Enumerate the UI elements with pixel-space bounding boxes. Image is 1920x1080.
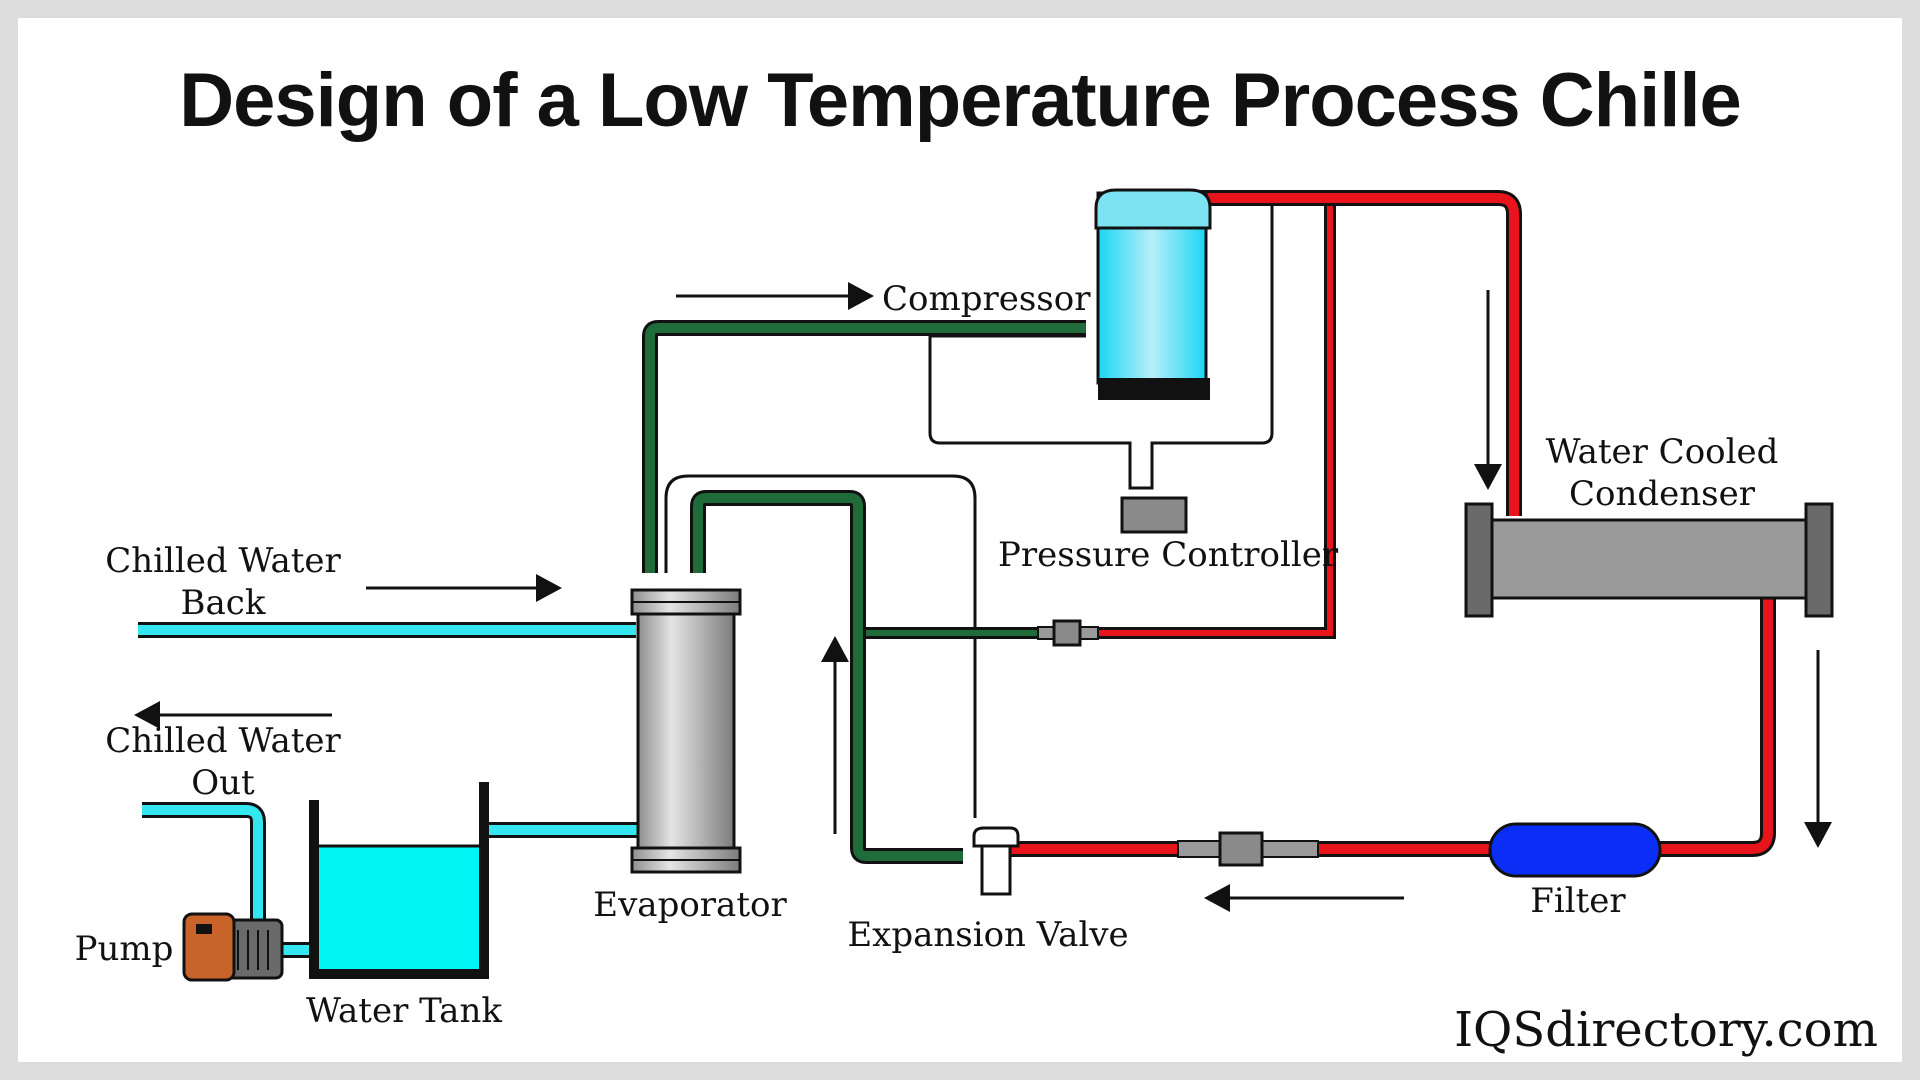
arrow-down-liquid-icon	[1804, 650, 1832, 848]
arrow-up-evaporator-icon	[821, 636, 849, 834]
filter-label: Filter	[1530, 881, 1626, 921]
chilled-water-out-line-outline	[142, 802, 266, 920]
condenser-label-line2: Condenser	[1569, 474, 1756, 514]
compressor	[1094, 188, 1212, 400]
compressor-label: Compressor	[882, 279, 1091, 319]
filter	[1488, 822, 1662, 878]
arrow-left-liquid-icon	[1204, 884, 1404, 912]
chilled-water-out-label-line1: Chilled Water	[105, 721, 341, 761]
chiller-diagram: Design of a Low Temperature Process Chil…	[75, 58, 1878, 1058]
chilled-water-back-label-line2: Back	[181, 583, 266, 623]
liquid-line-red	[1008, 598, 1773, 854]
expansion-valve	[972, 826, 1020, 896]
watermark-logo: IQSdirectory.com	[1454, 1002, 1878, 1058]
bypass-line-red	[1098, 198, 1333, 636]
sight-glass	[1218, 831, 1264, 867]
evaporator-label: Evaporator	[593, 885, 787, 925]
discharge-line	[1186, 193, 1519, 516]
condenser-label-line1: Water Cooled	[1546, 432, 1779, 472]
bypass-valve	[1052, 619, 1082, 647]
pump-label: Pump	[75, 929, 174, 969]
discharge-line-outline	[1186, 190, 1522, 516]
pressure-controller-label: Pressure Controller	[998, 535, 1339, 575]
suction-line	[645, 323, 1086, 573]
arrow-left-chilled-out-icon	[134, 701, 332, 729]
pump	[182, 912, 284, 982]
liquid-line-green	[693, 493, 963, 861]
chilled-water-out-label-line2: Out	[191, 763, 255, 803]
page-title: Design of a Low Temperature Process Chil…	[179, 58, 1740, 143]
chilled-water-out-line	[142, 805, 263, 920]
water-tank-label: Water Tank	[306, 991, 502, 1031]
water-cooled-condenser	[1464, 502, 1834, 618]
water-tank	[309, 782, 489, 979]
arrow-right-compressor-icon	[676, 282, 874, 310]
control-line	[928, 198, 1274, 490]
liquid-line-green-outline	[690, 490, 963, 864]
capillary-line	[664, 474, 977, 818]
chilled-water-back-label-line1: Chilled Water	[105, 541, 341, 581]
pressure-controller	[1120, 496, 1188, 534]
expansion-valve-label: Expansion Valve	[847, 915, 1128, 955]
evaporator	[630, 588, 742, 874]
diagram-canvas: Design of a Low Temperature Process Chil…	[18, 18, 1902, 1062]
arrow-right-chilled-back-icon	[366, 574, 562, 602]
arrow-down-condenser-icon	[1474, 290, 1502, 490]
